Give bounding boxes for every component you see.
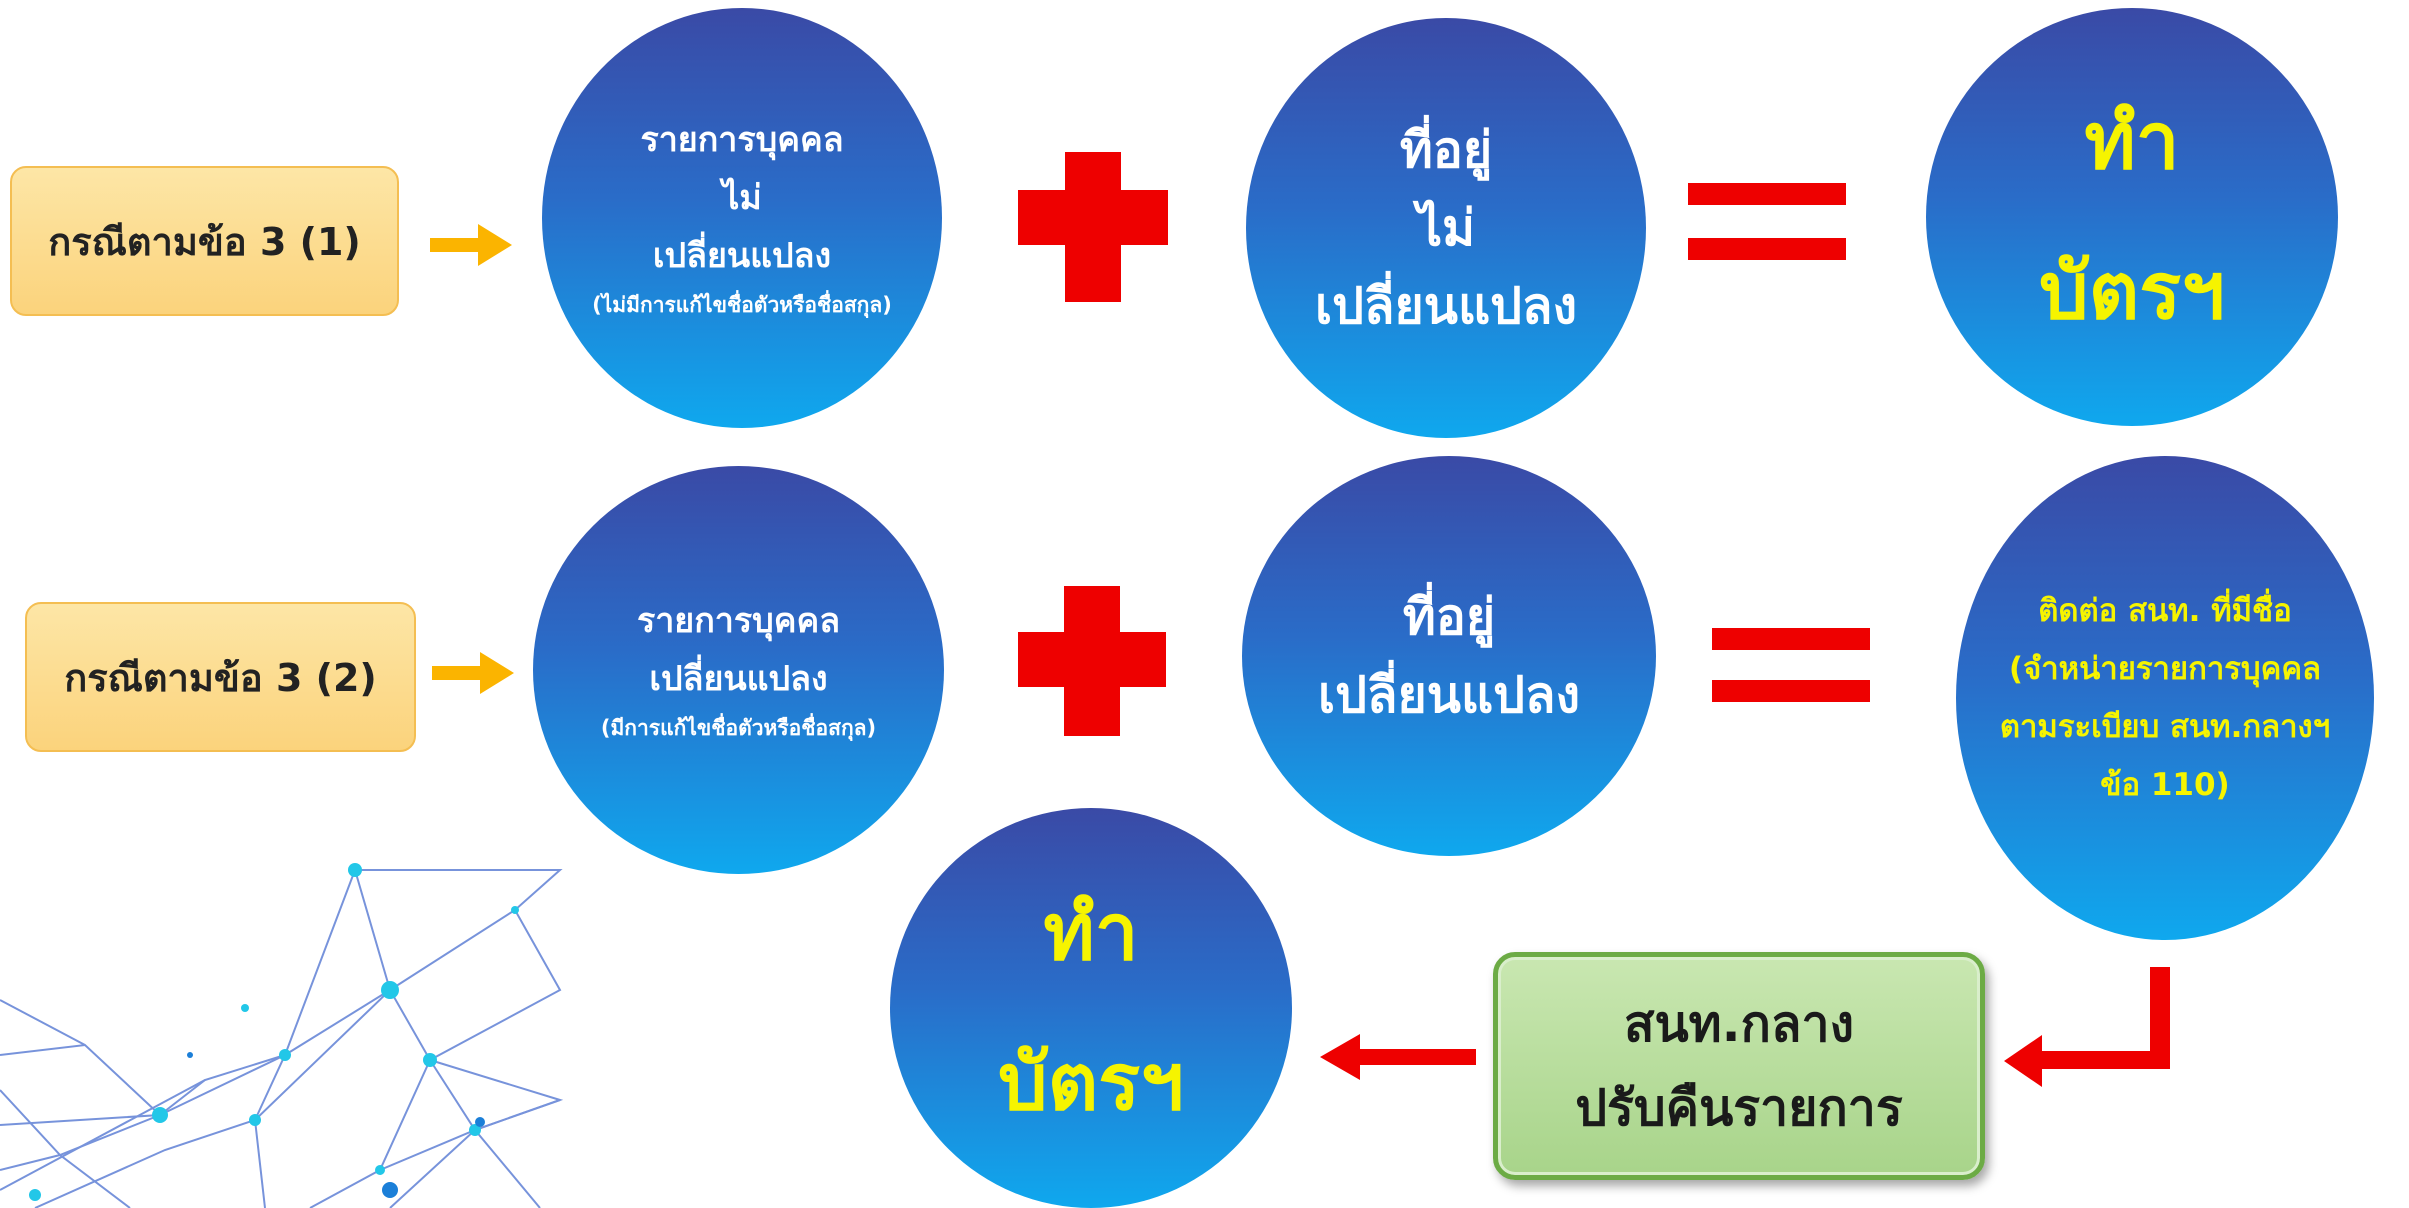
address-text: ที่อยู่ [1399,121,1493,179]
arrow-left-icon [1320,1034,1476,1080]
result-text: บัตรฯ [998,1038,1184,1128]
arrow-right-icon [432,652,514,694]
person-circle-2: รายการบุคคล เปลี่ยนแปลง (มีการแก้ไขชื่อต… [533,466,944,874]
case-label-2: กรณีตามข้อ 3 (2) [25,602,416,752]
arrow-right-icon [430,224,512,266]
result-circle-2: ติดต่อ สนท. ที่มีชื่อ (จำหน่ายรายการบุคค… [1956,456,2374,940]
case-label-1: กรณีตามข้อ 3 (1) [10,166,399,316]
address-text: เปลี่ยนแปลง [1318,666,1580,724]
result-text: ตามระเบียบ สนท.กลางฯ [1999,709,2331,745]
network-decoration [0,863,564,1208]
result-text: ทำ [1043,888,1139,978]
address-text: ไม่ [1416,199,1476,257]
person-circle-1: รายการบุคคล ไม่ เปลี่ยนแปลง (ไม่มีการแก้… [542,8,942,428]
address-text: เปลี่ยนแปลง [1315,277,1577,335]
address-text: ที่อยู่ [1402,588,1496,646]
result-text: ข้อ 110) [2100,767,2230,803]
person-text: รายการบุคคล [636,601,841,641]
person-text: เปลี่ยนแปลง [652,236,832,276]
central-registry-box: สนท.กลาง ปรับคืนรายการ [1493,952,1985,1180]
person-text: ไม่ [722,178,762,218]
final-result-circle: ทำ บัตรฯ [890,808,1292,1208]
result-text: (จำหน่ายรายการบุคคล [2008,651,2322,687]
person-text: เปลี่ยนแปลง [649,659,828,699]
person-text: รายการบุคคล [640,120,844,160]
central-box-text: สนท.กลาง [1623,995,1855,1053]
result-text: บัตรฯ [2039,247,2225,337]
person-note: (ไม่มีการแก้ไขชื่อตัวหรือชื่อสกุล) [592,293,892,317]
result-text: ทำ [2084,97,2180,187]
central-box-text: ปรับคืนรายการ [1575,1079,1903,1137]
address-circle-1: ที่อยู่ ไม่ เปลี่ยนแปลง [1246,18,1646,438]
result-text: ติดต่อ สนท. ที่มีชื่อ [2038,593,2292,629]
address-circle-2: ที่อยู่ เปลี่ยนแปลง [1242,456,1656,856]
corner-arrow-icon [2004,967,2170,1087]
result-circle-1: ทำ บัตรฯ [1926,8,2338,426]
person-note: (มีการแก้ไขชื่อตัวหรือชื่อสกุล) [600,716,877,740]
